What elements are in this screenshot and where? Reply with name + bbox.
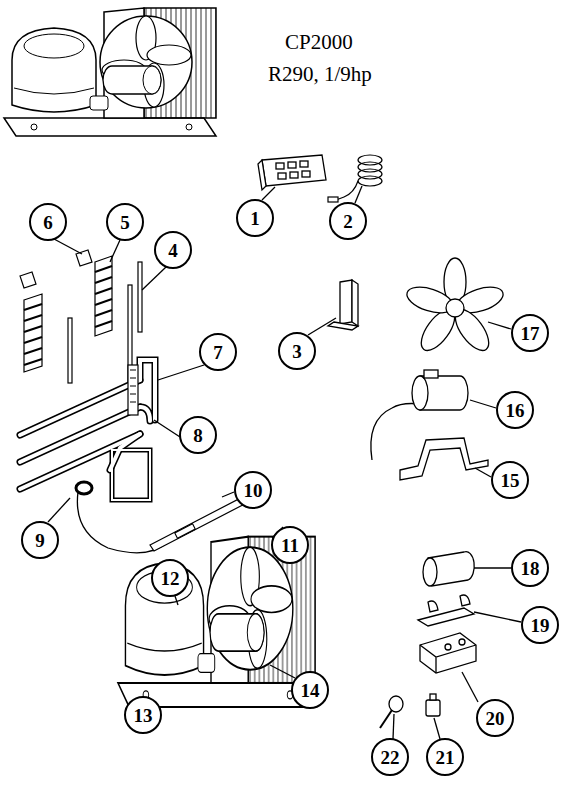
- fin-tooth: [24, 315, 42, 321]
- callout-text: 5: [120, 213, 130, 232]
- callout-number: 19: [521, 606, 559, 644]
- filter-drier: [128, 365, 138, 415]
- callout-text: 12: [161, 569, 180, 588]
- callout-number: 1: [236, 199, 274, 237]
- fin-tooth: [95, 321, 112, 327]
- callout-number: 8: [179, 416, 217, 454]
- fin-tooth: [95, 266, 112, 272]
- capillary-tube: [76, 482, 208, 553]
- probe-bracket: [328, 280, 358, 330]
- callout-number: 5: [106, 203, 144, 241]
- capacitor: [423, 552, 474, 586]
- callout-number: 15: [491, 461, 529, 499]
- fin-tooth: [95, 299, 112, 305]
- callout-text: 9: [35, 531, 45, 550]
- callout-number: 17: [511, 314, 549, 352]
- callout-number: 6: [29, 203, 67, 241]
- fin-tooth: [24, 359, 42, 365]
- callout-text: 20: [486, 709, 505, 728]
- callout-text: 22: [381, 748, 400, 767]
- callout-text: 11: [281, 536, 299, 555]
- callout-text: 2: [343, 212, 353, 231]
- callout-number: 21: [426, 738, 464, 776]
- callout-number: 4: [154, 231, 192, 269]
- fin-tooth: [95, 277, 112, 283]
- callout-number: 22: [371, 738, 409, 776]
- callout-number: 3: [278, 332, 316, 370]
- relay: [420, 633, 476, 673]
- leader-lines: [48, 186, 521, 739]
- temperature-probe: [328, 155, 382, 202]
- callout-number: 10: [234, 471, 272, 509]
- callout-number: 7: [199, 333, 237, 371]
- fin-teeth: [24, 266, 112, 365]
- callout-text: 15: [501, 471, 520, 490]
- evaporator-coil-inner: [20, 360, 155, 500]
- evaporator-coil: [20, 360, 155, 500]
- callout-number: 16: [496, 391, 534, 429]
- callout-text: 6: [43, 213, 53, 232]
- callout-number: 13: [124, 696, 162, 734]
- callout-number: 20: [476, 699, 514, 737]
- callout-text: 10: [244, 481, 263, 500]
- grommet-screw: [380, 696, 403, 728]
- controller: [258, 155, 326, 190]
- callout-number: 11: [271, 526, 309, 564]
- callout-text: 18: [521, 559, 540, 578]
- callout-text: 21: [436, 748, 455, 767]
- callout-number: 2: [329, 202, 367, 240]
- callout-text: 3: [292, 342, 302, 361]
- callout-text: 1: [250, 209, 260, 228]
- subtitle: R290, 1/9hp: [268, 62, 372, 87]
- callout-text: 17: [521, 324, 540, 343]
- callout-text: 19: [531, 616, 550, 635]
- callout-text: 7: [213, 343, 223, 362]
- callout-number: 18: [511, 549, 549, 587]
- callout-text: 4: [168, 241, 178, 260]
- fin-tooth: [95, 288, 112, 294]
- capacitor-bracket: [418, 595, 474, 626]
- fin-brackets: [24, 256, 112, 372]
- callout-text: 16: [506, 401, 525, 420]
- callout-number: 9: [21, 521, 59, 559]
- title: CP2000: [285, 30, 353, 55]
- fan-blade: [404, 258, 506, 356]
- fin-clips: [20, 250, 92, 288]
- overload-protector: [426, 694, 440, 716]
- callout-number: 12: [151, 559, 189, 597]
- fin-tooth: [95, 310, 112, 316]
- fin-tooth: [24, 337, 42, 343]
- callout-text: 13: [134, 706, 153, 725]
- callout-number: 14: [291, 671, 329, 709]
- motor-bracket: [400, 438, 488, 480]
- callout-text: 14: [301, 681, 320, 700]
- callout-text: 8: [193, 426, 203, 445]
- condensing-unit-top: [4, 8, 216, 136]
- fin-tooth: [24, 326, 42, 332]
- fin-tooth: [24, 348, 42, 354]
- fin-tooth: [24, 304, 42, 310]
